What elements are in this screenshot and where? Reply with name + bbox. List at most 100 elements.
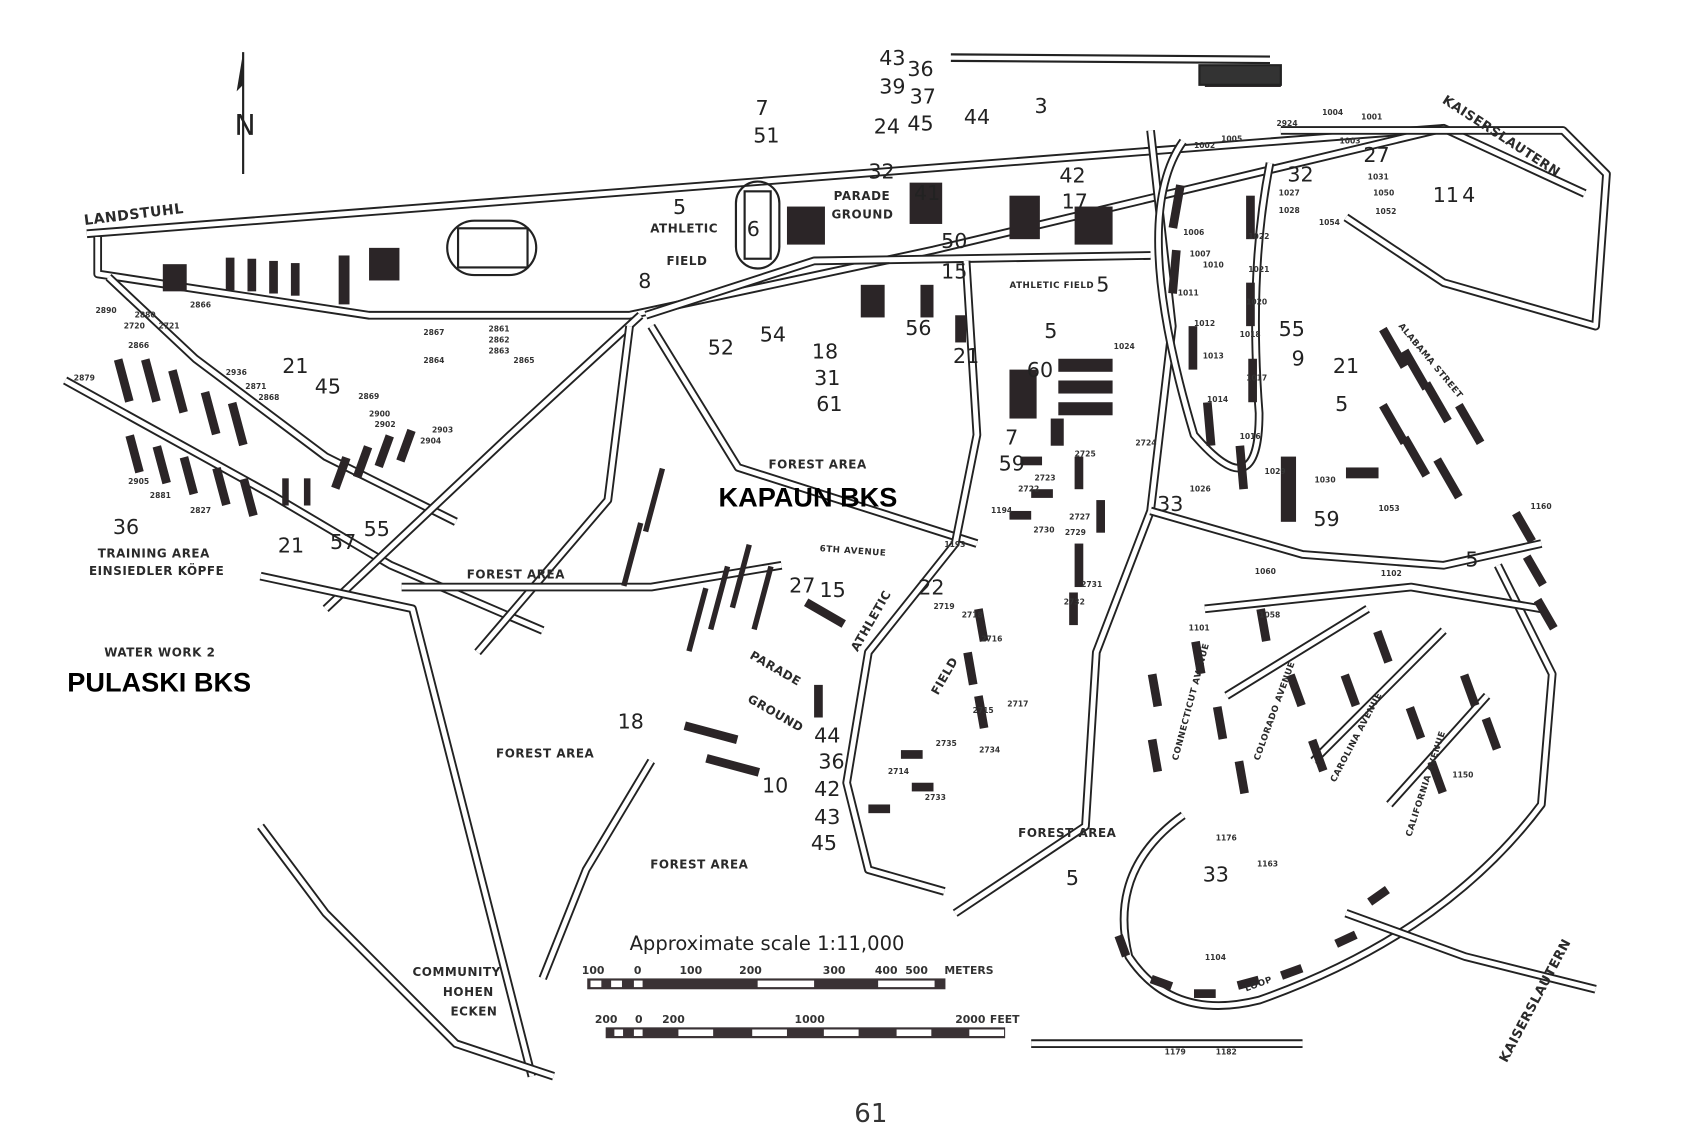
building — [1379, 326, 1409, 369]
road — [644, 251, 1151, 320]
building — [1422, 381, 1452, 424]
building — [141, 358, 161, 403]
building — [1194, 989, 1216, 998]
building-number: 2880 — [135, 310, 156, 319]
building-number: 2724 — [1135, 439, 1156, 448]
building — [338, 255, 350, 305]
map-key-number: 55 — [1279, 317, 1305, 341]
building — [642, 467, 666, 533]
building-number: 1016 — [1240, 432, 1261, 441]
map-key-number: 9 — [1292, 346, 1305, 370]
map-key-number: 6 — [747, 217, 760, 241]
map-key-number: 21 — [1333, 354, 1359, 378]
road — [1386, 692, 1491, 808]
building — [1433, 457, 1463, 500]
scale-feet-tick: 1000 — [795, 1013, 826, 1026]
map-key-number: 51 — [753, 123, 779, 147]
road — [474, 325, 634, 656]
scale-feet-tick: 200 — [662, 1013, 685, 1026]
building — [963, 651, 978, 686]
building — [900, 750, 923, 759]
building — [113, 358, 134, 403]
map-key-number: 60 — [1027, 358, 1053, 382]
stadium — [446, 180, 781, 277]
building — [212, 466, 231, 506]
forest-area-label: FOREST AREA — [496, 747, 594, 761]
building-number: 2865 — [513, 356, 534, 365]
road — [259, 571, 537, 1078]
map-key-number: 10 — [762, 773, 788, 797]
building — [352, 445, 373, 479]
building-number: 2717 — [1007, 700, 1028, 709]
building-number: 2725 — [1075, 450, 1096, 459]
building-number: 1018 — [1240, 330, 1261, 339]
road — [401, 561, 783, 592]
map-key-number: 32 — [868, 159, 894, 183]
building-number: 1104 — [1205, 953, 1226, 962]
community-name-1: HOHEN — [443, 985, 494, 999]
building-number: 2868 — [258, 393, 279, 402]
building-number: 2735 — [936, 739, 957, 748]
forest-area-label: FOREST AREA — [769, 458, 867, 472]
building-number: 2903 — [432, 426, 453, 435]
building-number: 1050 — [1373, 189, 1394, 198]
building-number: 1001 — [1361, 113, 1382, 122]
road — [1310, 627, 1447, 765]
building — [974, 695, 989, 729]
map-key-number: 27 — [789, 573, 815, 597]
building — [1031, 489, 1053, 498]
building — [1074, 543, 1084, 588]
building-number: 2881 — [150, 491, 171, 500]
building-number: 2879 — [74, 373, 95, 382]
building — [1020, 456, 1043, 466]
building-number: 2900 — [369, 409, 390, 418]
building — [1074, 206, 1113, 245]
building-number: 1030 — [1314, 476, 1335, 485]
building-number: 2720 — [124, 321, 145, 330]
map-key-number: 56 — [905, 316, 931, 340]
building-number: 1160 — [1530, 502, 1551, 511]
building-number: 2867 — [423, 328, 444, 337]
scale-meters-tick: 100 — [582, 964, 605, 977]
building — [282, 478, 289, 506]
building-number: 1026 — [1190, 484, 1211, 493]
road — [63, 376, 545, 635]
building — [909, 182, 943, 224]
building — [1147, 673, 1163, 708]
building-number: 2730 — [1033, 526, 1054, 535]
road — [1224, 605, 1370, 700]
building — [1246, 195, 1255, 240]
map-key-number: 59 — [999, 452, 1025, 476]
map-key-number: 15 — [941, 259, 967, 283]
building — [1405, 706, 1426, 740]
building-number: 1020 — [1246, 297, 1267, 306]
building — [162, 264, 187, 292]
building-number: 1182 — [1216, 1048, 1237, 1057]
building-number: 2902 — [374, 420, 395, 429]
map-key-number: 41 — [914, 181, 940, 205]
parade-ground-label: PARADE — [747, 648, 803, 688]
water-work-label: WATER WORK 2 — [104, 646, 215, 660]
building — [1009, 510, 1032, 520]
scale-meters-unit: METERS — [944, 964, 993, 977]
map-key-number: 21 — [278, 533, 304, 557]
road — [952, 129, 1177, 917]
building — [974, 608, 989, 642]
building-number: 1024 — [1114, 342, 1135, 351]
road — [1204, 582, 1543, 614]
map-key-number: 18 — [618, 709, 644, 733]
forest-area-label: FOREST AREA — [467, 567, 565, 581]
scale-meters-tick: 200 — [739, 964, 762, 977]
map-key-number: 55 — [364, 517, 390, 541]
building — [168, 369, 188, 414]
map-key-number: 5 — [1096, 272, 1109, 296]
building — [290, 263, 300, 296]
map-key-number: 31 — [814, 366, 840, 390]
map-key-number: 27 — [1363, 143, 1389, 167]
building-number: 1179 — [1165, 1048, 1186, 1057]
building — [1481, 716, 1502, 751]
parade-ground-label: PARADE — [834, 189, 891, 203]
map-key-number: 5 — [1335, 392, 1348, 416]
road — [1119, 563, 1557, 1010]
